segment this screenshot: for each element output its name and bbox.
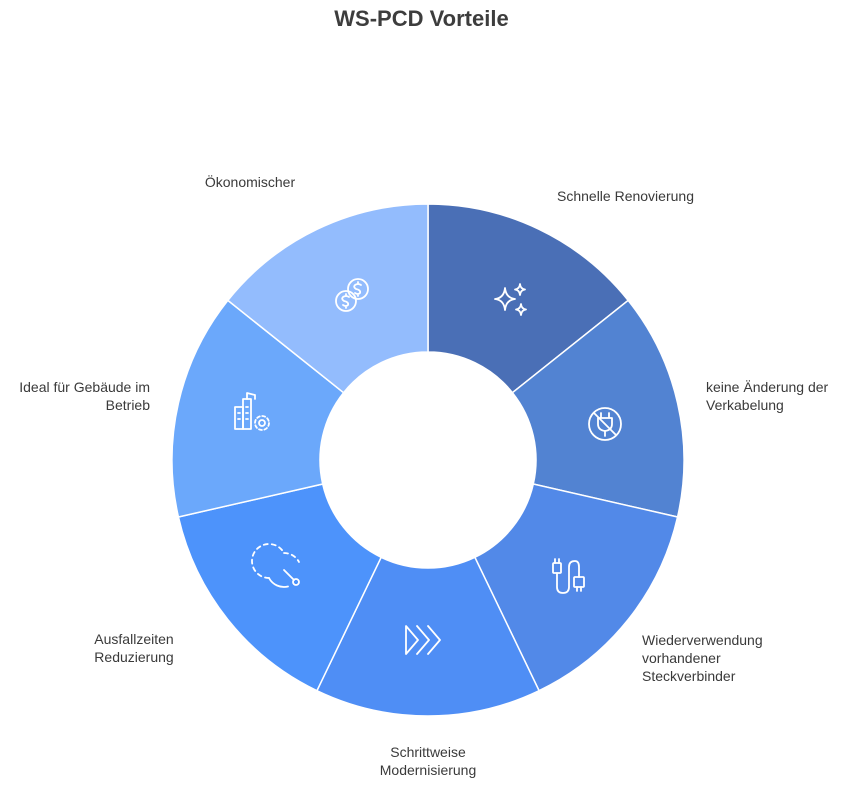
segment-6 <box>171 299 345 518</box>
label-ausfallzeiten: Ausfallzeiten Reduzierung <box>94 631 174 665</box>
no-plug-icon <box>588 407 622 441</box>
coins-icon <box>335 278 369 312</box>
label-schrittweise: Schrittweise Modernisierung <box>379 744 477 778</box>
fast-forward-icon <box>405 625 441 655</box>
segment-1 <box>427 203 630 394</box>
timer-icon <box>251 543 300 588</box>
building-gear-icon <box>234 392 270 431</box>
sparkles-icon <box>494 283 527 316</box>
diagram-title: WS-PCD Vorteile <box>334 6 509 31</box>
segment-4 <box>315 556 541 717</box>
label-keine-aenderung: keine Änderung der Verkabelung <box>706 379 829 413</box>
label-schnelle-renovierung: Schnelle Renovierung <box>557 188 694 204</box>
connector-icon <box>552 558 585 594</box>
segment-7 <box>226 203 429 394</box>
label-oekonomischer: Ökonomischer <box>204 174 296 190</box>
label-ideal-gebaeude: Ideal für Gebäude im Betrieb <box>19 379 150 413</box>
label-wiederverwendung: Wiederverwendung vorhandener Steckverbin… <box>642 632 763 684</box>
